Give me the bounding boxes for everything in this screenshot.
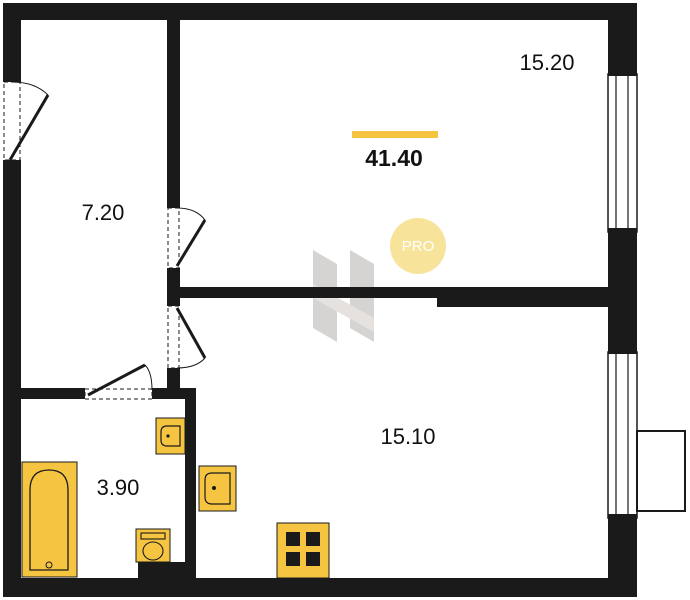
pro-badge: PRO (390, 218, 446, 274)
total-area-accent-bar (352, 131, 438, 138)
door-bedroom (167, 207, 207, 269)
room-area-hallway: 7.20 (82, 200, 125, 225)
room-area-bathroom: 3.90 (97, 475, 140, 500)
walls (3, 3, 637, 597)
total-area-label: 41.40 (365, 145, 423, 171)
sink-icon (198, 465, 237, 512)
door-living (167, 305, 207, 369)
window-bedroom (607, 70, 638, 234)
room-area-living: 15.10 (380, 424, 435, 449)
stove-icon (276, 522, 330, 579)
bathtub-icon (21, 461, 78, 578)
window-living (607, 348, 638, 520)
sink-icon (155, 417, 186, 455)
pro-badge-label: PRO (402, 238, 435, 255)
toilet-icon (135, 528, 171, 563)
balcony (636, 430, 686, 512)
door-bathroom (84, 363, 153, 400)
entrance-door (3, 81, 50, 161)
room-area-bedroom: 15.20 (519, 50, 574, 75)
